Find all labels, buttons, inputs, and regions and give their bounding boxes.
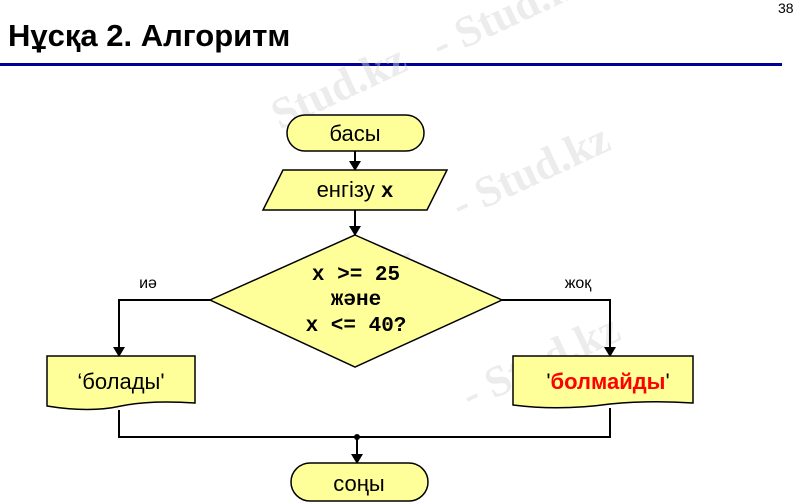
decision-line-2: және (331, 289, 381, 312)
start-label: басы (329, 121, 380, 146)
decision-diamond (208, 234, 504, 368)
start-terminal (286, 114, 425, 152)
title-divider (0, 63, 782, 66)
input-label: енгізу x (317, 177, 394, 204)
arrow-no-branch (502, 299, 616, 357)
input-parallelogram (261, 169, 449, 211)
end-terminal (290, 462, 429, 502)
no-output-document (512, 355, 694, 409)
arrow-yes-branch (113, 299, 210, 357)
svg-text:- Stud.kz: - Stud.kz (444, 113, 618, 229)
svg-text:- Stud.kz: - Stud.kz (424, 0, 598, 69)
decision-line-1: x >= 25 (312, 264, 400, 287)
page-number: 38 (778, 0, 794, 16)
end-label: соңы (333, 471, 384, 496)
yes-output-label: ‘болады' (77, 369, 164, 394)
decision-line-3: x <= 40? (306, 315, 407, 338)
yes-output-document (46, 355, 196, 411)
slide-title: Нұсқа 2. Алгоритм (8, 18, 291, 53)
no-label: жоқ (565, 275, 593, 292)
no-output-label: 'болмайды' (546, 369, 669, 394)
merge-line (118, 408, 611, 438)
yes-label: иә (139, 275, 157, 292)
